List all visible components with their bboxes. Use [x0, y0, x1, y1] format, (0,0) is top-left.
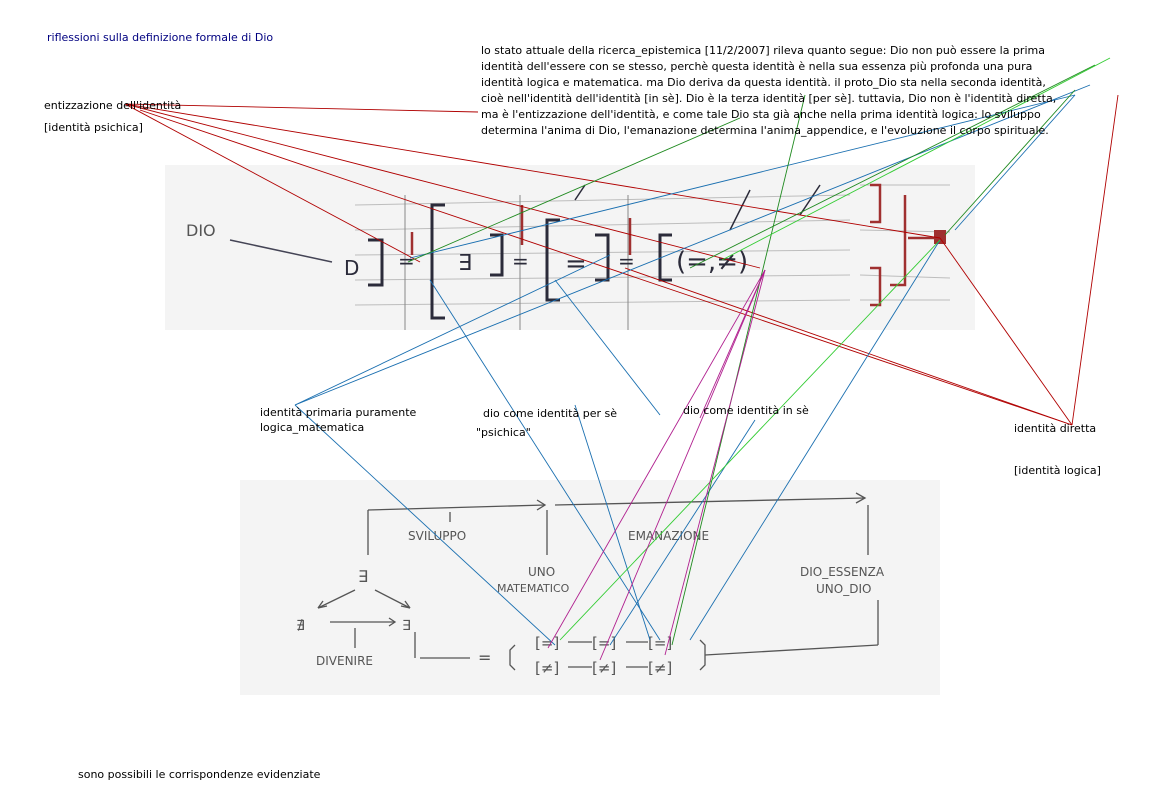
dio-essenza-label: DIO_ESSENZA — [800, 565, 885, 579]
page-title: riflessioni sulla definizione formale di… — [47, 31, 274, 44]
intro-paragraph: lo stato attuale della ricerca_epistemic… — [481, 43, 1149, 139]
emanazione-label: EMANAZIONE — [628, 529, 709, 543]
uno-dio-label: UNO_DIO — [816, 582, 871, 596]
blue-connectors — [294, 84, 1091, 646]
psichica-quoted-label: "psichica" — [476, 426, 531, 439]
paragraph-line: determina l'anima di Dio, l'emanazione d… — [481, 124, 1049, 137]
dio-in-se-label: dio come identità in sè — [683, 404, 809, 417]
equals-symbol: = — [565, 249, 587, 279]
exists-symbol: ∃ — [458, 251, 472, 276]
eq-bottom: = — [478, 648, 491, 667]
identita-psichica-label: [identità psichica] — [44, 121, 143, 134]
exists-bottom: ∃ — [358, 567, 368, 586]
equals-small-3: = — [618, 249, 635, 273]
exists-bottom-right: ∃ — [402, 618, 411, 634]
green-connectors — [407, 64, 1096, 646]
identita-logica-label: [identità logica] — [1014, 464, 1101, 477]
paragraph-line: identità logica e matematica. ma Dio der… — [481, 76, 1046, 89]
bottom-sketch-bg — [240, 480, 940, 695]
magenta-connectors — [547, 269, 766, 661]
top-sketch-ink — [229, 184, 821, 330]
cell-neq-1: [≠] — [535, 659, 559, 677]
identita-primaria-label-2: logica_matematica — [260, 421, 365, 434]
cell-eq-2: [=] — [592, 634, 616, 652]
matematico-label: MATEMATICO — [497, 582, 570, 595]
d-symbol: D — [344, 256, 359, 280]
divenire-label: DIVENIRE — [316, 654, 373, 668]
cell-eq-1: [=] — [535, 634, 559, 652]
cell-neq-2: [≠] — [592, 659, 616, 677]
uno-label: UNO — [528, 565, 555, 579]
red-connectors — [124, 94, 1119, 426]
paragraph-line: identità dell'essere con se stesso, perc… — [481, 60, 1033, 73]
dio-per-se-label: dio come identità per sè — [483, 407, 617, 420]
paragraph-line: lo stato attuale della ricerca_epistemic… — [481, 44, 1045, 57]
cell-neq-3: [≠] — [648, 659, 672, 677]
equals-small-2: = — [512, 249, 529, 273]
top-sketch-red — [410, 183, 946, 307]
paragraph-line: cioè nell'identità dell'identità [in sè]… — [481, 92, 1057, 105]
entizzazione-label: entizzazione dell'identità — [44, 99, 182, 112]
not-exists-bottom: ∄ — [296, 618, 305, 634]
identita-primaria-label-1: identità primaria puramente — [260, 406, 417, 419]
paragraph-line: ma è l'entizzazione dell'identità, e com… — [481, 108, 1041, 121]
lime-connectors — [559, 57, 1111, 641]
top-sketch-bg — [165, 165, 975, 330]
cell-eq-3: [=] — [648, 634, 672, 652]
dio-handwritten-label: DIO — [186, 221, 216, 240]
equals-small-1: = — [398, 249, 415, 273]
identita-diretta-label: identità diretta — [1014, 422, 1097, 435]
top-sketch-staff — [354, 184, 951, 306]
footer-note: sono possibili le corrispondenze evidenz… — [78, 768, 321, 781]
